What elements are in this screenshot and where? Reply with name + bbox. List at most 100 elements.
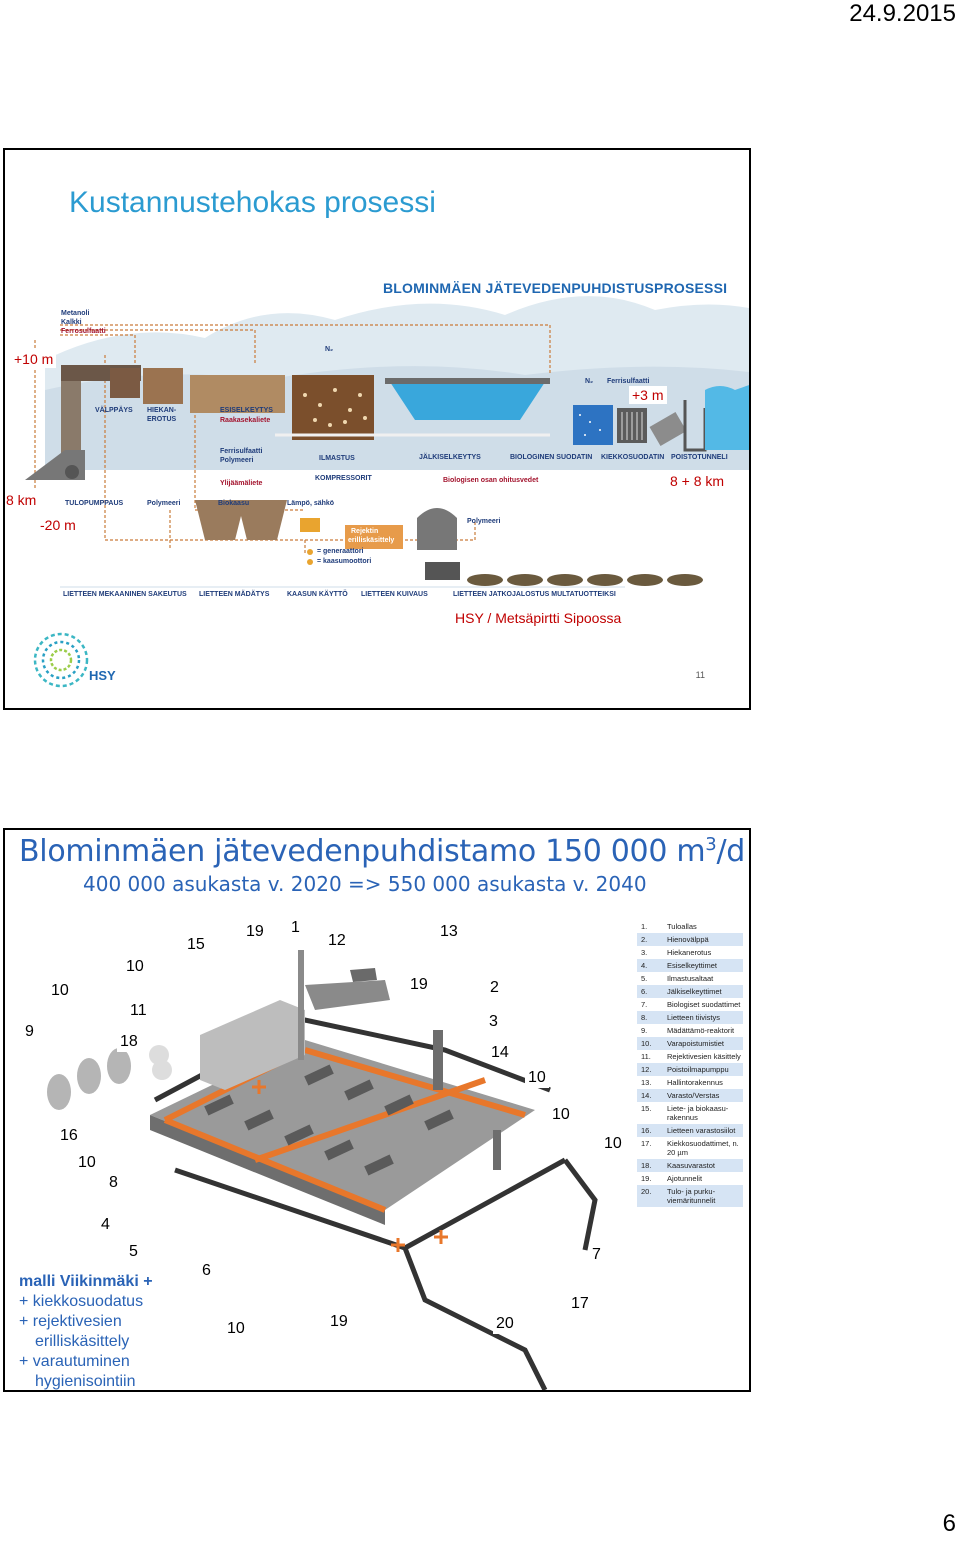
plant-number: 10 [525, 1068, 549, 1088]
legend-number: 2. [641, 935, 648, 944]
legend-text: Hiekanerotus [667, 948, 712, 957]
slide-process: Kustannustehokas prosessi [3, 148, 751, 710]
legend-item: 3.Hiekanerotus [637, 946, 743, 959]
plant-number: 10 [601, 1134, 625, 1154]
chemical-label: Metanoli [61, 310, 90, 317]
legend-text: Tulo- ja purku-viemäritunnelit [667, 1187, 716, 1205]
note-line: + varautuminen [19, 1353, 130, 1370]
legend-number: 1. [641, 922, 648, 931]
callout-8km: 8 km [5, 491, 40, 509]
label-ferrisulfaatti-n2: Ferrisulfaatti [607, 378, 650, 385]
image-credit: HSY / Metsäpirtti Sipoossa [455, 610, 622, 626]
stage-label: LIETTEEN JATKOJALOSTUS MULTATUOTTEIKSI [453, 591, 616, 598]
stage-label: LIETTEEN MÄDÄTYS [199, 591, 270, 598]
legend-number: 10. [641, 1039, 652, 1048]
note-line: + kiekkosuodatus [19, 1293, 144, 1310]
label-n2-aeration: N₂ [325, 346, 334, 353]
plant-number: 16 [57, 1126, 81, 1146]
legend-item: 11.Rejektivesien käsittely [637, 1050, 743, 1063]
plant-number: 10 [48, 981, 72, 1001]
legend-text: Varapoistumistiet [667, 1039, 724, 1048]
legend-text: Kaasuvarastot [667, 1161, 715, 1170]
legend-item: 8. Lietteen tiivistys [637, 1011, 743, 1024]
label-kaasumoottori: = kaasumoottori [317, 558, 372, 565]
label-esiselkeytys: ESISELKEYTYS [220, 407, 273, 414]
plant-number: 18 [117, 1032, 141, 1052]
stage-label: KAASUN KÄYTTÖ [287, 591, 348, 598]
legend-item: 18. Kaasuvarastot [637, 1159, 743, 1172]
legend-item: 16.Lietteen varastosiilot [637, 1124, 743, 1137]
label-generaattori: = generaattori [317, 548, 364, 555]
plant-number: 1 [288, 918, 303, 938]
plant-number: 4 [98, 1215, 113, 1235]
title-tail: /d [716, 834, 745, 869]
label-polymeeri: Polymeeri [220, 457, 254, 464]
plant-number: 7 [589, 1245, 604, 1265]
title-main: Blominmäen jätevedenpuhdistamo 150 000 m [19, 834, 706, 869]
callout-8-8km: 8 + 8 km [667, 472, 728, 490]
plant-number: 3 [486, 1012, 501, 1032]
label-valppays: VÄLPPÄYS [95, 407, 133, 414]
stage-label: LIETTEEN KUIVAUS [361, 591, 428, 598]
slide-title: Blominmäen jätevedenpuhdistamo 150 000 m… [19, 834, 745, 869]
legend-number: 18. [641, 1161, 652, 1170]
legend-text: Jälkiselkeyttimet [667, 987, 722, 996]
label-biokaasu: Biokaasu [218, 500, 250, 507]
label-jalkiselkeytys: JÄLKISELKEYTYS [419, 454, 481, 461]
callout-minus20m: -20 m [37, 516, 79, 534]
legend-number: 8. [641, 1013, 648, 1022]
plant-number: 13 [437, 922, 461, 942]
plant-number: 5 [126, 1242, 141, 1262]
legend-item: 19.Ajotunnelit [637, 1172, 743, 1185]
label-ylijaamaliete: Ylijäämäliete [220, 480, 263, 487]
legend-text: Lietteen tiivistys [667, 1013, 720, 1022]
slide-subtitle: 400 000 asukasta v. 2020 => 550 000 asuk… [83, 872, 647, 896]
legend-item: 4.Esiselkeyttimet [637, 959, 743, 972]
plant-number: 17 [568, 1294, 592, 1314]
legend-item: 17.Kiekkosuodattimet, n. 20 µm [637, 1137, 743, 1159]
note-line: hygienisointiin [35, 1373, 136, 1390]
chemical-label: Kalkki [61, 319, 82, 326]
legend-item: 15. Liete- ja biokaasu-rakennus [637, 1102, 743, 1124]
legend-number: 19. [641, 1174, 652, 1183]
plant-number: 12 [325, 931, 349, 951]
legend-text: Kiekkosuodattimet, n. 20 µm [667, 1139, 739, 1157]
label-hiekan: HIEKAN- [147, 407, 177, 414]
legend-number: 16. [641, 1126, 652, 1135]
legend-item: 2.Hienovälppä [637, 933, 743, 946]
label-rejektin-erillis: erilliskäsittely [348, 537, 395, 544]
label-kiekkosuodatin: KIEKKOSUODATIN [601, 454, 665, 461]
title-sup: 3 [705, 834, 717, 855]
plant-number: 9 [22, 1022, 37, 1042]
legend-text: Hallintorakennus [667, 1078, 723, 1087]
label-erotus: EROTUS [147, 416, 177, 423]
legend-text: Tuloallas [667, 922, 697, 931]
legend-number: 11. [641, 1052, 651, 1061]
plant-number: 6 [199, 1261, 214, 1281]
legend-item: 14.Varasto/Verstas [637, 1089, 743, 1102]
plant-layout-illustration [47, 950, 598, 1390]
plant-number: 11 [127, 1001, 150, 1021]
label-lampo-sahko: Lämpö, sähkö [287, 500, 335, 507]
plant-number: 8 [106, 1173, 121, 1193]
legend-item: 13.Hallintorakennus [637, 1076, 743, 1089]
legend-item: 10. Varapoistumistiet [637, 1037, 743, 1050]
legend-number: 15. [641, 1104, 652, 1113]
legend-number: 7. [641, 1000, 648, 1009]
legend-item: 9.Mädättämö-reaktorit [637, 1024, 743, 1037]
legend-text: Liete- ja biokaasu-rakennus [667, 1104, 729, 1122]
label-tulopumppaus: TULOPUMPPAUS [65, 500, 124, 507]
label-rejektin: Rejektin [351, 528, 379, 535]
plant-number: 19 [243, 922, 267, 942]
plant-number: 15 [184, 935, 208, 955]
slide-plant: Blominmäen jätevedenpuhdistamo 150 000 m… [3, 828, 751, 1392]
note-line: + rejektivesien [19, 1313, 122, 1330]
legend-text: Poistoilmapumppu [667, 1065, 729, 1074]
label-biologinen-suodatin: BIOLOGINEN SUODATIN [510, 454, 593, 461]
legend-text: Esiselkeyttimet [667, 961, 718, 970]
legend-number: 6. [641, 987, 648, 996]
legend-item: 5.Ilmastusaltaat [637, 972, 743, 985]
slide-number: 11 [695, 670, 705, 680]
page-date: 24.9.2015 [849, 0, 956, 27]
stage-label: LIETTEEN MEKAANINEN SAKEUTUS [63, 591, 187, 598]
